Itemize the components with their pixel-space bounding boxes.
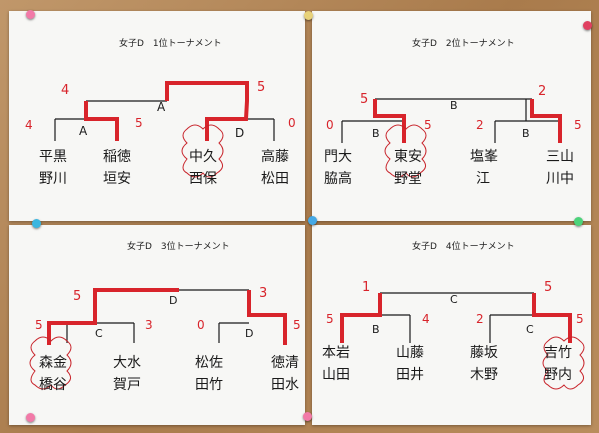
- match-mark: B: [372, 127, 380, 140]
- team-name: 野堂: [394, 171, 422, 187]
- bracket-sheet-4: 女子D 4位トーナメント 1 5 5 4 2 5 C B C 本岩: [312, 225, 591, 425]
- winner-flower: [29, 336, 72, 390]
- team-name: 高藤: [261, 148, 289, 165]
- team-name: 江: [476, 171, 490, 187]
- score: 5: [257, 80, 265, 95]
- score: 4: [25, 118, 33, 132]
- blue-pin: [308, 216, 317, 225]
- score: 0: [197, 318, 205, 332]
- team-name: 本岩: [322, 345, 350, 361]
- team-name: 川中: [546, 171, 574, 187]
- match-mark: C: [95, 327, 103, 340]
- score: 5: [544, 280, 552, 295]
- team-name: 藤坂: [470, 345, 498, 361]
- bracket-lines: 1 5 5 4 2 5 C B C 本岩 山田 山藤 田井 藤坂 木野 吉竹 野…: [322, 280, 585, 390]
- score: 5: [35, 318, 43, 332]
- bracket-sheet-1: 女子D 1位トーナメント 4 5: [9, 11, 305, 221]
- bracket-sheet-2: 女子D 2位トーナメント 5 2 0 5 2 5 B B B: [312, 11, 591, 221]
- score: 4: [61, 83, 69, 98]
- team-name: 田竹: [195, 377, 223, 393]
- team-name: 田水: [271, 377, 299, 393]
- team-name: 山田: [322, 367, 350, 383]
- team-name: 賀戸: [113, 377, 141, 393]
- gold-pin: [304, 11, 313, 20]
- team-name: 野内: [544, 367, 572, 383]
- team-name: 松田: [261, 171, 289, 187]
- match-mark: D: [245, 327, 253, 340]
- score: 3: [259, 286, 267, 301]
- team-name: 田井: [396, 367, 424, 383]
- score: 3: [145, 318, 153, 332]
- score: 1: [362, 280, 370, 295]
- team-name: 東安: [394, 149, 422, 165]
- score: 5: [73, 289, 81, 304]
- score: 5: [360, 92, 368, 107]
- pink-pin: [26, 10, 35, 19]
- winner-flower: [384, 124, 427, 178]
- bracket-lines: [54, 81, 275, 178]
- team-name: 橋谷: [39, 377, 67, 393]
- score: 5: [574, 118, 582, 132]
- red-pin: [583, 21, 592, 30]
- score: 4: [422, 312, 430, 326]
- score: 2: [476, 312, 484, 326]
- score: 5: [576, 312, 584, 326]
- team-name: 森金: [39, 355, 67, 371]
- pink-pin: [26, 413, 35, 422]
- team-name: 木野: [470, 367, 498, 383]
- team-name: 垣安: [103, 171, 131, 187]
- team-name: 三山: [546, 149, 574, 165]
- score: 2: [538, 84, 546, 99]
- match-mark: A: [79, 124, 88, 138]
- team-name: 脇高: [324, 170, 352, 187]
- cyan-pin: [32, 219, 41, 228]
- match-mark: B: [522, 127, 530, 140]
- match-mark: B: [372, 323, 380, 336]
- score: 5: [424, 118, 432, 132]
- score: 5: [326, 312, 334, 326]
- team-name: 門大: [324, 149, 352, 165]
- sheet-title: 女子D 3位トーナメント: [127, 242, 230, 252]
- team-name: 大水: [113, 355, 141, 371]
- bracket-lines: 5 2 0 5 2 5 B B B 門大 脇高 東安 野堂 塩峯 江 三山 川中: [324, 84, 582, 187]
- team-name: 稲徳: [103, 149, 131, 165]
- score: 5: [293, 318, 301, 332]
- pink-pin: [303, 412, 312, 421]
- sheet-title: 女子D 2位トーナメント: [412, 39, 515, 49]
- winner-flower: [181, 124, 224, 178]
- team-name: 山藤: [396, 345, 424, 361]
- match-mark: B: [450, 99, 458, 112]
- green-pin: [574, 217, 583, 226]
- team-name: 吉竹: [544, 345, 572, 361]
- match-mark: C: [450, 293, 458, 306]
- score: 2: [476, 118, 484, 132]
- team-name: 西保: [189, 171, 217, 187]
- match-mark: A: [157, 100, 166, 114]
- bracket-sheet-3: 女子D 3位トーナメント 5 3 5 3 0 5 D C D: [9, 225, 305, 425]
- match-mark: D: [169, 294, 177, 307]
- team-name: 松佐: [195, 355, 223, 371]
- team-name: 塩峯: [470, 149, 498, 165]
- score: 5: [135, 116, 143, 130]
- sheet-title: 女子D 1位トーナメント: [119, 39, 222, 49]
- team-name: 中久: [189, 149, 217, 165]
- bracket-lines: 5 3 5 3 0 5 D C D 森金 橋谷 大水 賀戸 松佐 田竹 徳清 田…: [29, 286, 301, 393]
- team-name: 徳清: [271, 355, 299, 371]
- scores-layer: 4 5 4 5 0 A A D 平黒 野川 稲徳 垣安 中久 西保 高藤 松田: [25, 80, 296, 187]
- score: 0: [288, 116, 296, 130]
- match-mark: D: [235, 126, 244, 140]
- team-name: 野川: [39, 171, 67, 187]
- team-name: 平黒: [39, 149, 67, 165]
- winner-flower: [542, 336, 585, 390]
- score: 0: [326, 118, 334, 132]
- match-mark: C: [526, 323, 534, 336]
- sheet-title: 女子D 4位トーナメント: [412, 242, 515, 252]
